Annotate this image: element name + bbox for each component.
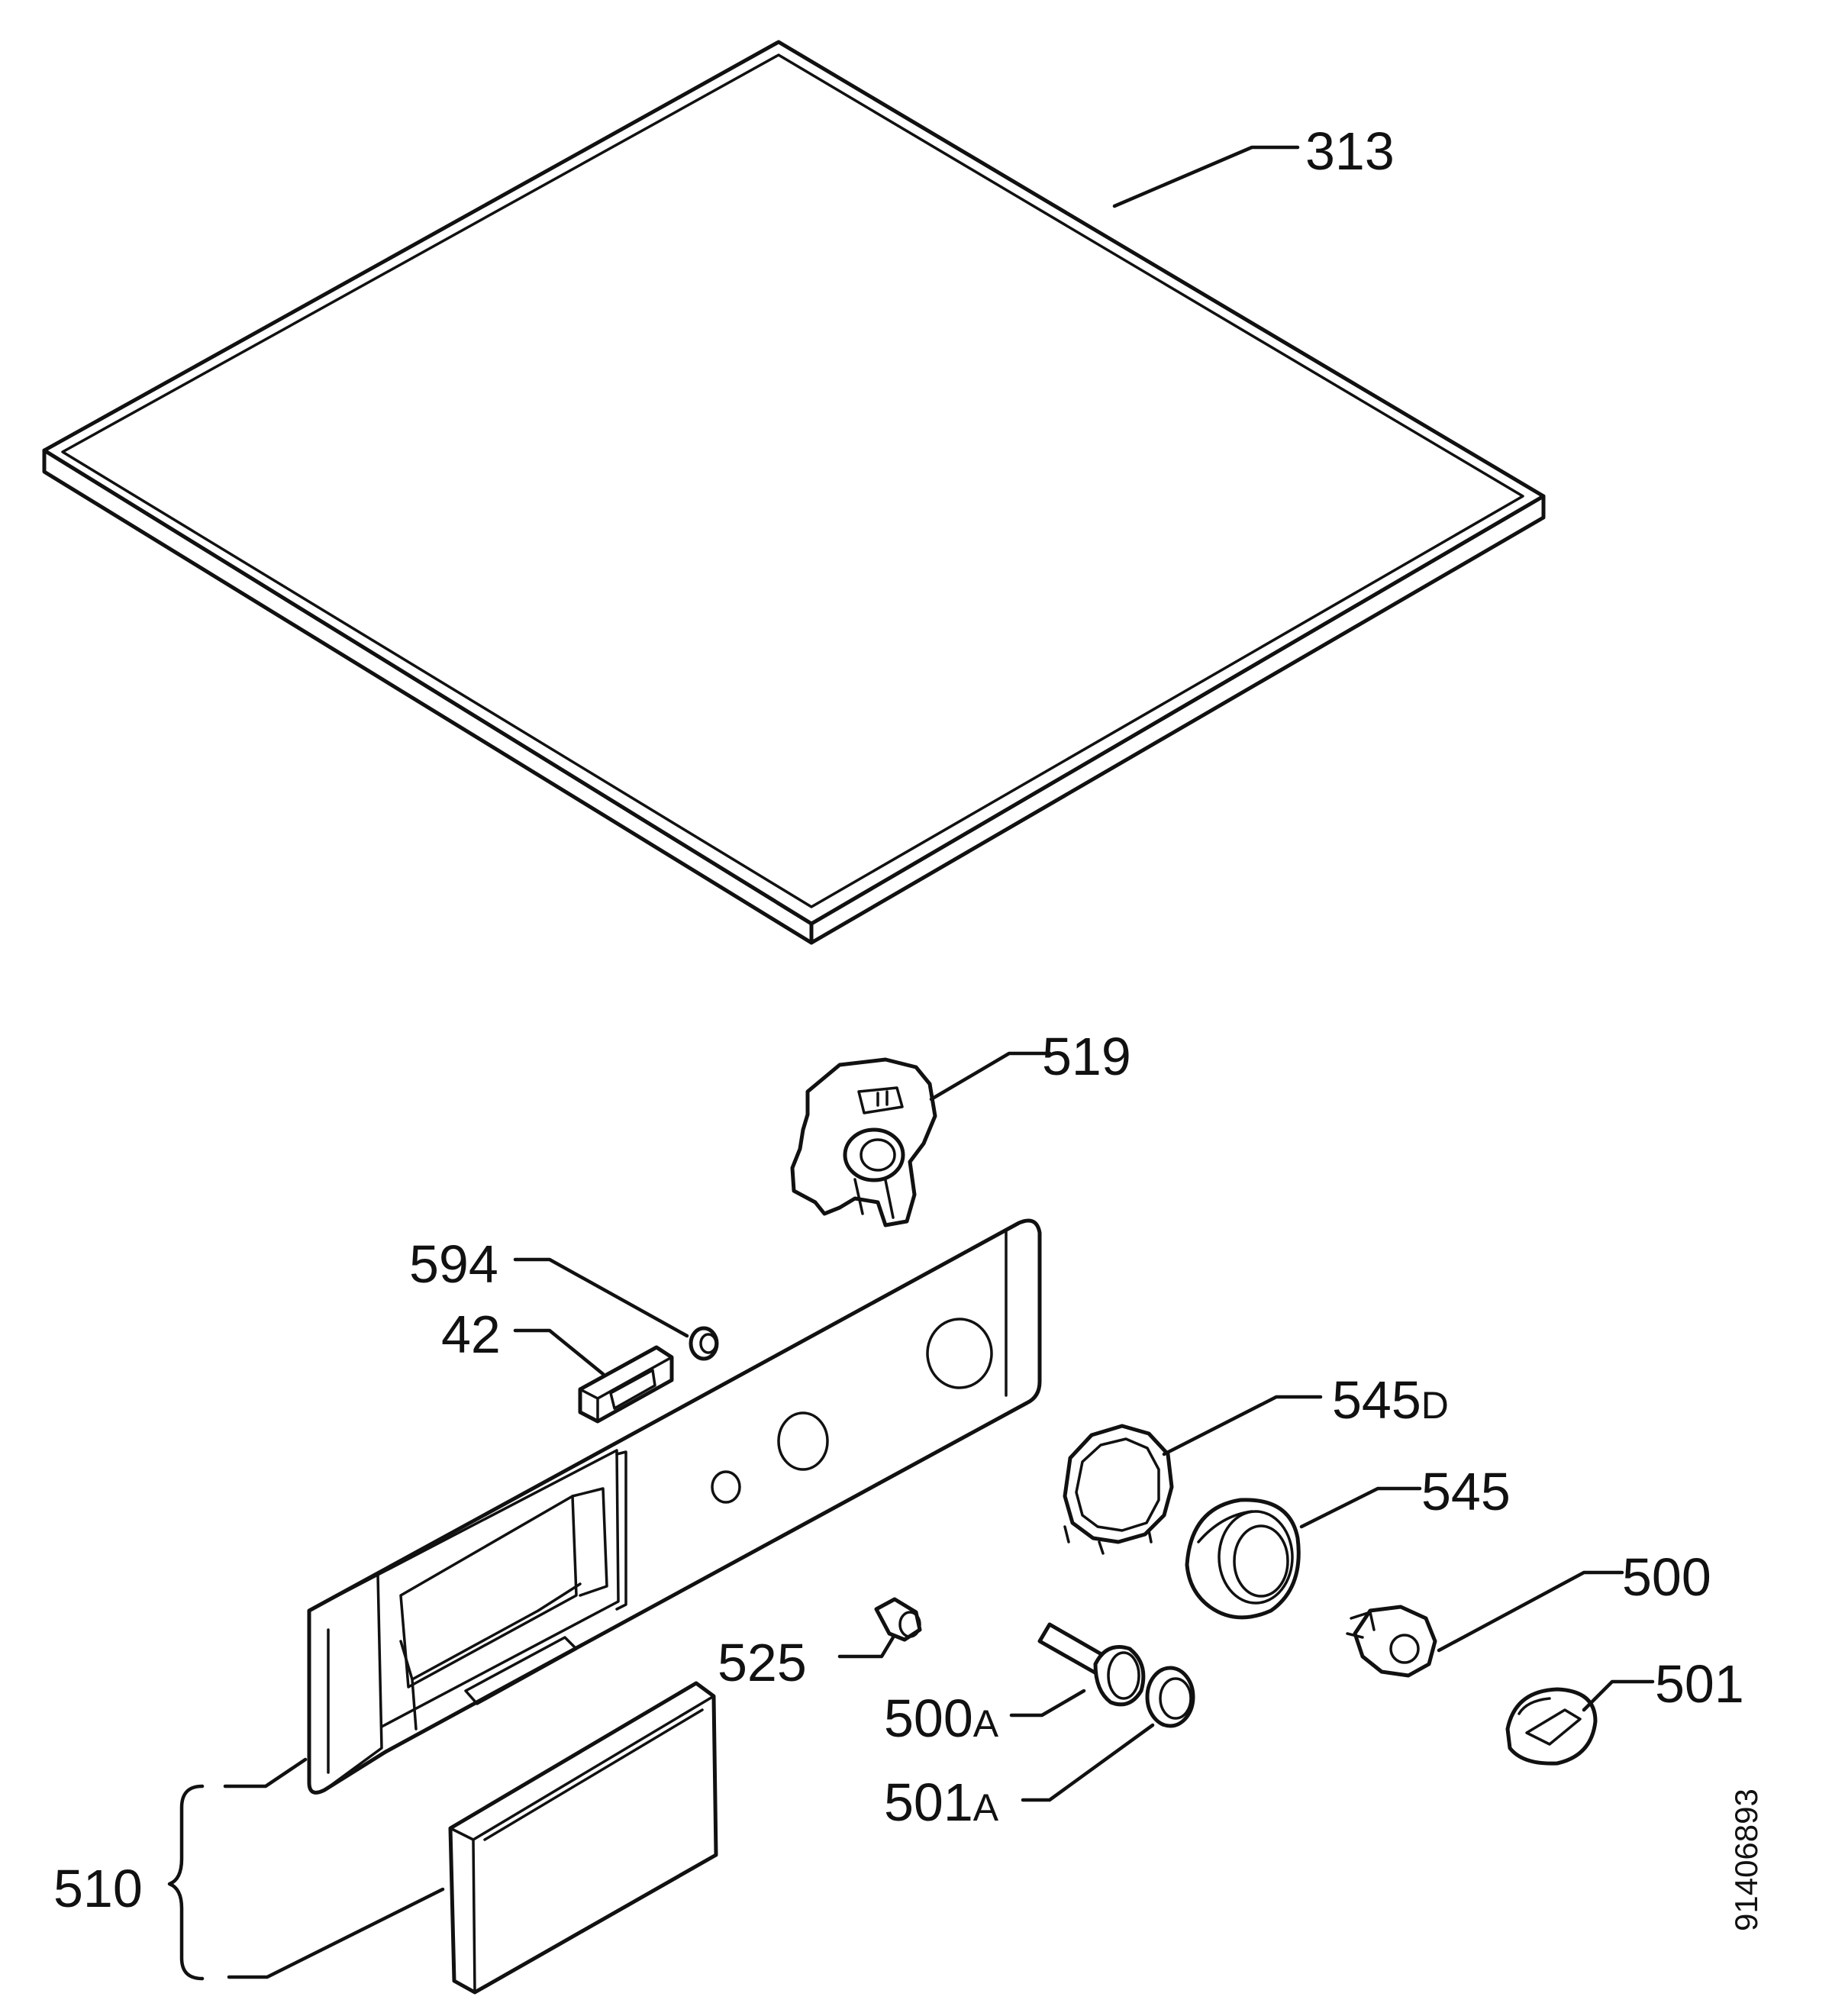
leader-510-top	[223, 1757, 308, 1789]
label-501: 501	[1655, 1654, 1744, 1714]
part-594-cap	[689, 1326, 719, 1361]
label-313: 313	[1305, 121, 1395, 181]
label-519: 519	[1042, 1027, 1131, 1086]
part-501a-cap	[1145, 1666, 1195, 1728]
leader-lines	[167, 145, 1655, 1981]
part-labels: 313 519 594 42 545D 545 500 501 525 500A…	[53, 121, 1744, 1918]
label-525: 525	[718, 1633, 807, 1692]
leader-545d	[1162, 1395, 1323, 1456]
leader-313	[1112, 145, 1300, 208]
part-501-knob	[1505, 1687, 1598, 1766]
label-501a: 501A	[884, 1772, 999, 1832]
control-panel-fascia	[307, 1218, 1042, 1795]
part-545-bezel	[1185, 1498, 1301, 1620]
label-500: 500	[1622, 1547, 1711, 1607]
leader-500	[1437, 1570, 1624, 1653]
leader-525	[837, 1635, 895, 1659]
leader-501a	[1021, 1723, 1155, 1802]
document-number: 91406893	[1728, 1789, 1764, 1931]
leader-519	[929, 1051, 1052, 1102]
part-510-drawer	[448, 1681, 718, 1995]
label-42: 42	[441, 1305, 501, 1364]
label-510: 510	[53, 1859, 143, 1918]
leader-500a	[1009, 1689, 1086, 1718]
part-545d-ring	[1063, 1424, 1174, 1555]
leader-501	[1582, 1679, 1655, 1712]
part-313-worktop	[42, 40, 1546, 945]
label-545d: 545D	[1332, 1370, 1449, 1430]
leader-545	[1299, 1486, 1422, 1529]
leader-510-bottom	[227, 1887, 445, 1979]
label-545: 545	[1421, 1462, 1511, 1521]
label-500a: 500A	[884, 1689, 999, 1748]
part-519-bracket	[790, 1057, 937, 1227]
part-500-switch	[1346, 1605, 1437, 1678]
part-42-lamp-holder	[578, 1345, 674, 1424]
label-594: 594	[409, 1234, 498, 1294]
brace-510	[167, 1784, 205, 1981]
part-525-pin	[874, 1597, 922, 1642]
leader-42	[513, 1328, 605, 1376]
leader-594	[513, 1257, 689, 1338]
part-500a-spindle	[1037, 1622, 1146, 1707]
